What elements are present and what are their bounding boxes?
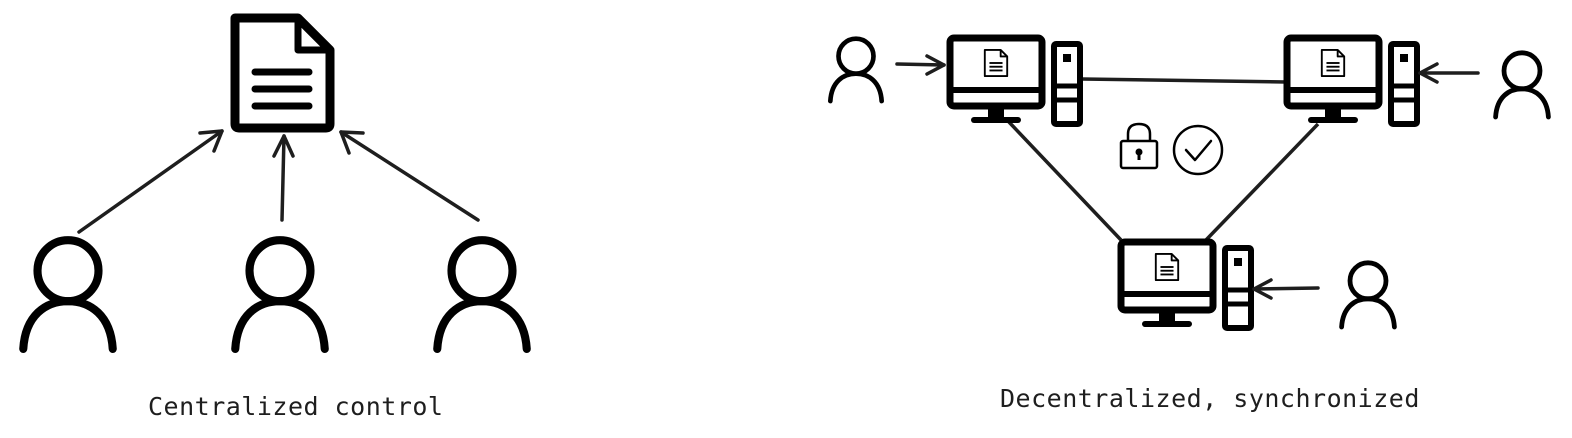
arrow-right-person-to-document: [339, 130, 480, 222]
computer-icon: [1287, 38, 1417, 124]
document-icon: [230, 13, 335, 133]
check-circle-icon: [1172, 124, 1224, 176]
centralized-caption: Centralized control: [148, 392, 444, 421]
link-line: [1006, 119, 1123, 242]
person-icon: [437, 240, 526, 349]
computer-icon: [1121, 242, 1251, 328]
arrow-person-to-computer: [895, 54, 946, 76]
person-icon: [1342, 263, 1395, 327]
arrow-middle-person-to-document: [272, 134, 295, 222]
centralized-panel: [23, 13, 526, 349]
decentralized-panel: [830, 38, 1548, 328]
person-icon: [235, 240, 324, 349]
lock-icon: [1119, 122, 1159, 170]
person-icon: [830, 39, 881, 101]
computer-icon: [950, 38, 1080, 124]
link-line: [1081, 77, 1287, 84]
person-icon: [23, 240, 112, 349]
link-line: [1204, 122, 1320, 242]
arrow-person-to-computer: [1418, 62, 1480, 84]
person-icon: [1496, 53, 1549, 117]
decentralized-caption: Decentralized, synchronized: [1000, 384, 1420, 413]
arrow-person-to-computer: [1252, 278, 1320, 300]
arrow-left-person-to-document: [77, 129, 224, 234]
